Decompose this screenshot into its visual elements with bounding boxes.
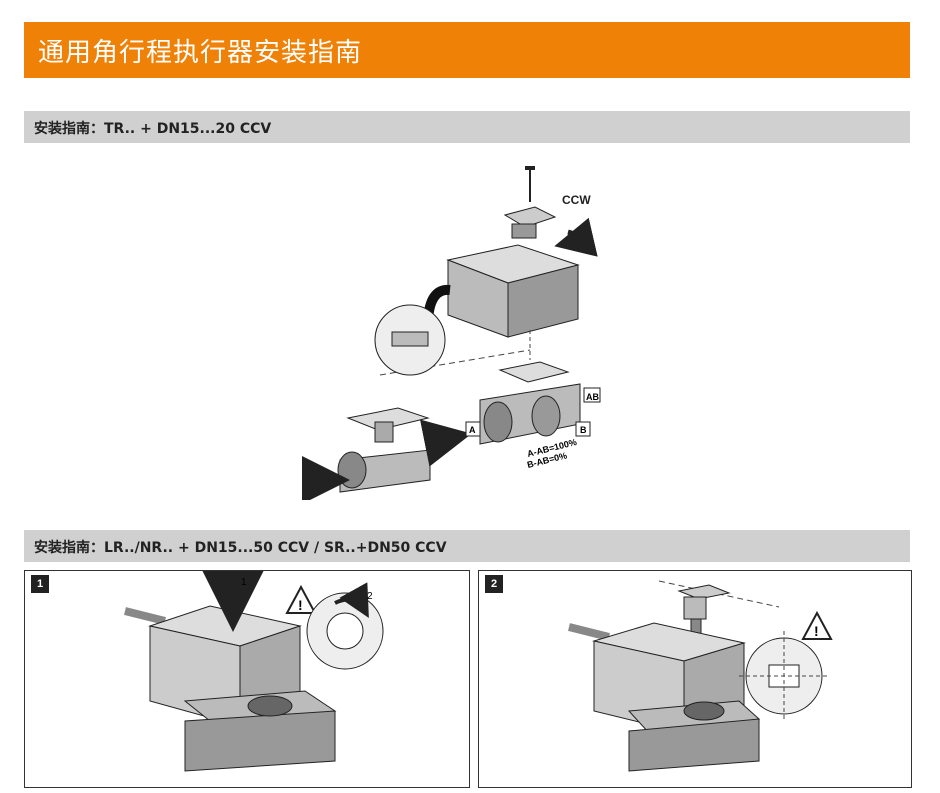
- warning-icon: [801, 610, 833, 640]
- callout-1: 1: [241, 577, 247, 588]
- three-way-valve-flange: [498, 361, 570, 383]
- actuator-cable: [124, 607, 166, 625]
- svg-text:!: !: [814, 623, 819, 639]
- lever-knob: [677, 584, 731, 600]
- title-banner: 通用角行程执行器安装指南: [24, 22, 910, 78]
- section-header-lr-nr: 安装指南：LR../NR.. + DN15...50 CCV / SR..+DN…: [24, 530, 910, 562]
- section-title-lr-nr: 安装指南：LR../NR.. + DN15...50 CCV / SR..+DN…: [34, 540, 447, 556]
- port-ab-label: AB: [586, 392, 599, 402]
- output-shaft: [683, 701, 725, 721]
- port-b-label: B: [580, 425, 587, 435]
- tr-installation-diagram: CCW AB A B A-AB=100% B-AB=0%: [302, 166, 601, 500]
- step-1-diagram: 1 ! 2: [124, 571, 384, 772]
- port-a-label: A: [469, 425, 476, 435]
- section-title-tr: 安装指南：TR.. + DN15...20 CCV: [34, 121, 272, 137]
- step-panel-1: 1 1 ! 2: [24, 570, 470, 788]
- lever-knob: [503, 206, 557, 228]
- ccw-label: CCW: [562, 193, 591, 207]
- two-way-valve-flange: [346, 407, 430, 431]
- output-shaft: [247, 695, 293, 717]
- flow-arrow: [419, 419, 472, 467]
- step-panel-2: 2 !: [478, 570, 912, 788]
- section-header-tr: 安装指南：TR.. + DN15...20 CCV: [24, 111, 910, 143]
- step-badge: 1: [31, 575, 49, 593]
- page-title: 通用角行程执行器安装指南: [38, 38, 363, 68]
- step-2-diagram: !: [568, 580, 833, 772]
- callout-2: 2: [367, 591, 373, 602]
- warning-icon: [285, 584, 317, 614]
- actuator-cable: [568, 623, 610, 641]
- step-badge: 2: [485, 575, 503, 593]
- ccw-arrow: [554, 217, 598, 257]
- svg-text:!: !: [298, 597, 303, 613]
